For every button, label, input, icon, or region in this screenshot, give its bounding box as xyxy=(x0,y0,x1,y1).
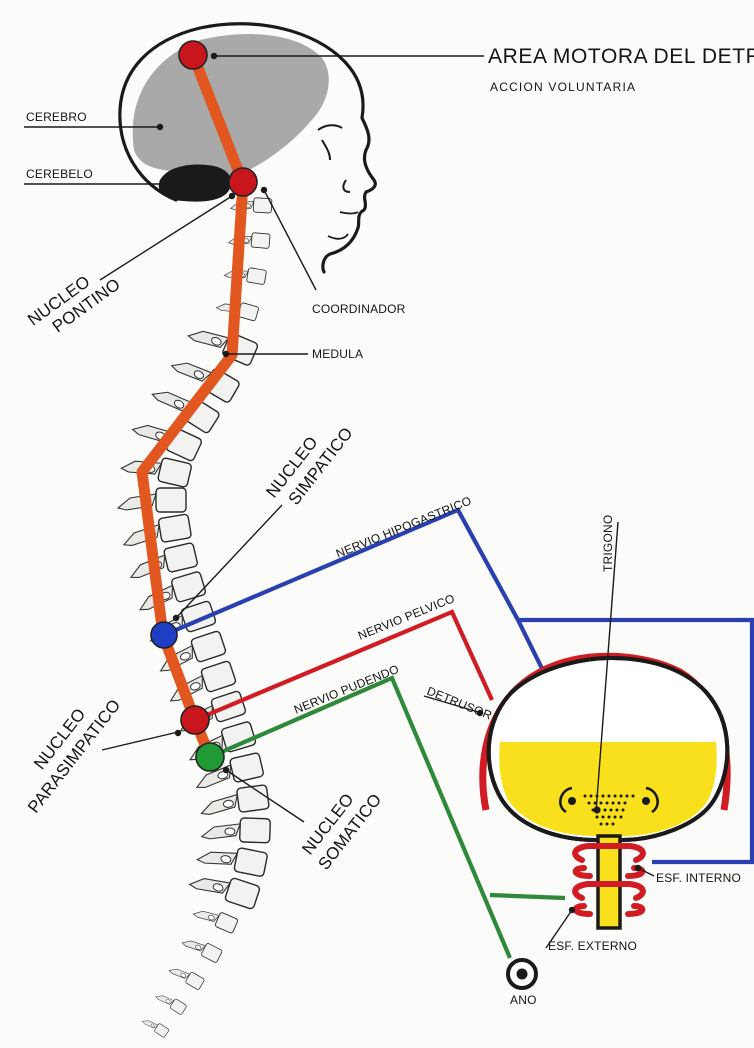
label-cerebro: CEREBRO xyxy=(26,110,87,124)
node-sympathetic xyxy=(151,622,177,648)
vertebra xyxy=(199,785,270,818)
vertebra xyxy=(155,989,187,1015)
anus-symbol xyxy=(508,960,536,988)
node-parasympathetic xyxy=(181,706,209,734)
trigone-dot xyxy=(614,795,617,798)
label-esf-interno: ESF. INTERNO xyxy=(656,871,741,885)
label-ano: ANO xyxy=(510,993,537,1007)
trigone-dot xyxy=(624,802,627,805)
trigone-dot xyxy=(614,816,617,819)
trigone-dot xyxy=(620,816,623,819)
label-nucleo-pontino: NUCLEO PONTINO xyxy=(24,258,124,345)
label-accion-voluntaria: ACCION VOLUNTARIA xyxy=(490,80,636,94)
label-medula: MEDULA xyxy=(312,347,363,361)
label-esf-externo: ESF. EXTERNO xyxy=(548,939,637,953)
node-motor-area xyxy=(179,41,207,69)
trigone-dot xyxy=(618,802,621,805)
vertebra xyxy=(168,961,205,990)
trigone-dot xyxy=(602,816,605,819)
vertebra xyxy=(196,840,267,877)
vertebra xyxy=(202,817,271,843)
vertebra xyxy=(224,264,267,285)
vertebra xyxy=(141,1015,169,1038)
jaw-mark xyxy=(328,234,348,239)
label-area-motora: AREA MOTORA DEL DETRUSOR xyxy=(488,45,754,68)
trigone-dot xyxy=(610,809,613,812)
trigone-dot xyxy=(596,816,599,819)
label-nervio-pudendo: NERVIO PUDENDO xyxy=(292,662,401,717)
vertebra xyxy=(181,933,222,963)
text-labels: AREA MOTORA DEL DETRUSOR ACCION VOLUNTAR… xyxy=(7,45,754,1007)
lips-mark xyxy=(340,212,358,214)
trigone-dot xyxy=(616,809,619,812)
vertebra xyxy=(192,902,238,933)
head-illustration xyxy=(120,24,375,272)
label-nucleo-somatico: NUCLEO SOMATICO xyxy=(297,776,385,873)
trigone-dot xyxy=(626,795,629,798)
trigone-dot xyxy=(606,823,609,826)
trigone-dot xyxy=(608,795,611,798)
eye-mark xyxy=(318,125,342,160)
label-coordinador: COORDINADOR xyxy=(312,302,406,316)
label-cerebelo: CEREBELO xyxy=(26,167,93,181)
trigone-dot xyxy=(604,809,607,812)
trigone-dot xyxy=(584,795,587,798)
trigone-dot xyxy=(606,802,609,805)
trigone-dot xyxy=(602,795,605,798)
label-nucleo-simpatico: NUCLEO SIMPATICO xyxy=(262,410,356,515)
label-detrusor: DETRUSOR xyxy=(425,684,494,723)
trigone-dot xyxy=(588,802,591,805)
trigone-dot xyxy=(622,809,625,812)
trigone-dot xyxy=(600,802,603,805)
trigone-dot xyxy=(612,823,615,826)
node-pontine xyxy=(229,168,257,196)
trigone-dot xyxy=(590,795,593,798)
trigone-dot xyxy=(608,816,611,819)
trigone-dot xyxy=(620,795,623,798)
spine-illustration xyxy=(118,196,272,1037)
label-trigono: TRIGONO xyxy=(601,515,615,572)
trigone-dot xyxy=(632,795,635,798)
label-nervio-hipogastrico: NERVIO HIPOGASTRICO xyxy=(334,494,474,561)
node-somatic xyxy=(196,743,224,771)
trigone-dot xyxy=(600,823,603,826)
nostril-mark xyxy=(343,180,350,192)
trigone-dot xyxy=(612,802,615,805)
